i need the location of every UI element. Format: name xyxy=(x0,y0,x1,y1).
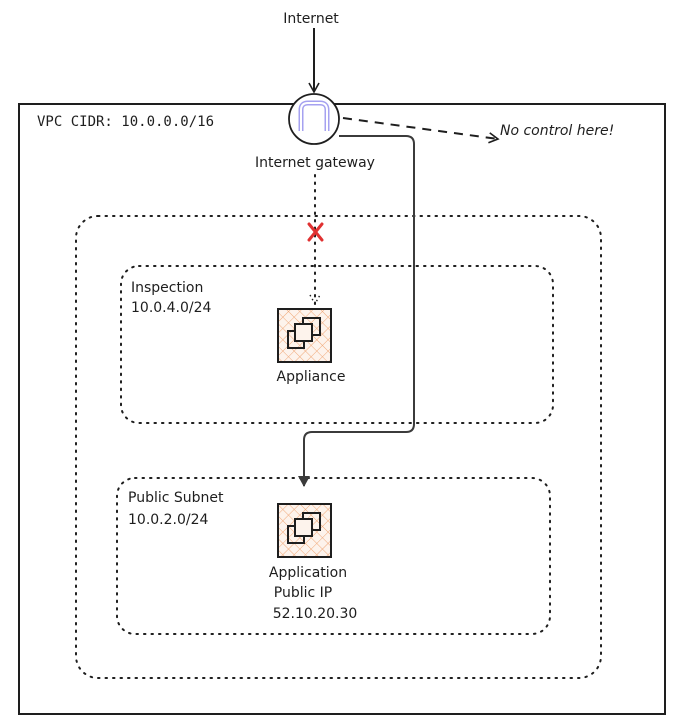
application-instance[interactable] xyxy=(277,503,332,558)
inspection-subnet-name: Inspection xyxy=(131,280,203,296)
red-x-icon xyxy=(307,222,324,242)
ec2-instances-icon xyxy=(287,512,321,544)
vpc-boundary xyxy=(18,103,666,715)
internet-label: Internet xyxy=(283,11,339,27)
appliance-label: Appliance xyxy=(277,369,346,385)
inspection-subnet xyxy=(120,265,554,424)
public-ip-value: 52.10.20.30 xyxy=(273,606,358,622)
appliance-instance[interactable] xyxy=(277,308,332,363)
inspection-subnet-cidr: 10.0.4.0/24 xyxy=(131,300,212,316)
ec2-instances-icon xyxy=(287,317,321,349)
availability-zone-container xyxy=(75,215,602,679)
no-control-arrow xyxy=(342,117,500,144)
public-subnet xyxy=(116,477,551,635)
vpc-cidr-label: VPC CIDR: 10.0.0.0/16 xyxy=(37,114,214,130)
internet-gateway[interactable] xyxy=(288,93,340,145)
public-subnet-cidr: 10.0.2.0/24 xyxy=(128,512,209,528)
no-control-note: No control here! xyxy=(500,123,614,139)
public-subnet-name: Public Subnet xyxy=(128,490,224,506)
application-label: Application xyxy=(269,565,347,581)
igw-to-application-route xyxy=(298,135,415,487)
internet-gateway-label: Internet gateway xyxy=(255,155,375,171)
public-ip-label: Public IP xyxy=(274,585,332,601)
